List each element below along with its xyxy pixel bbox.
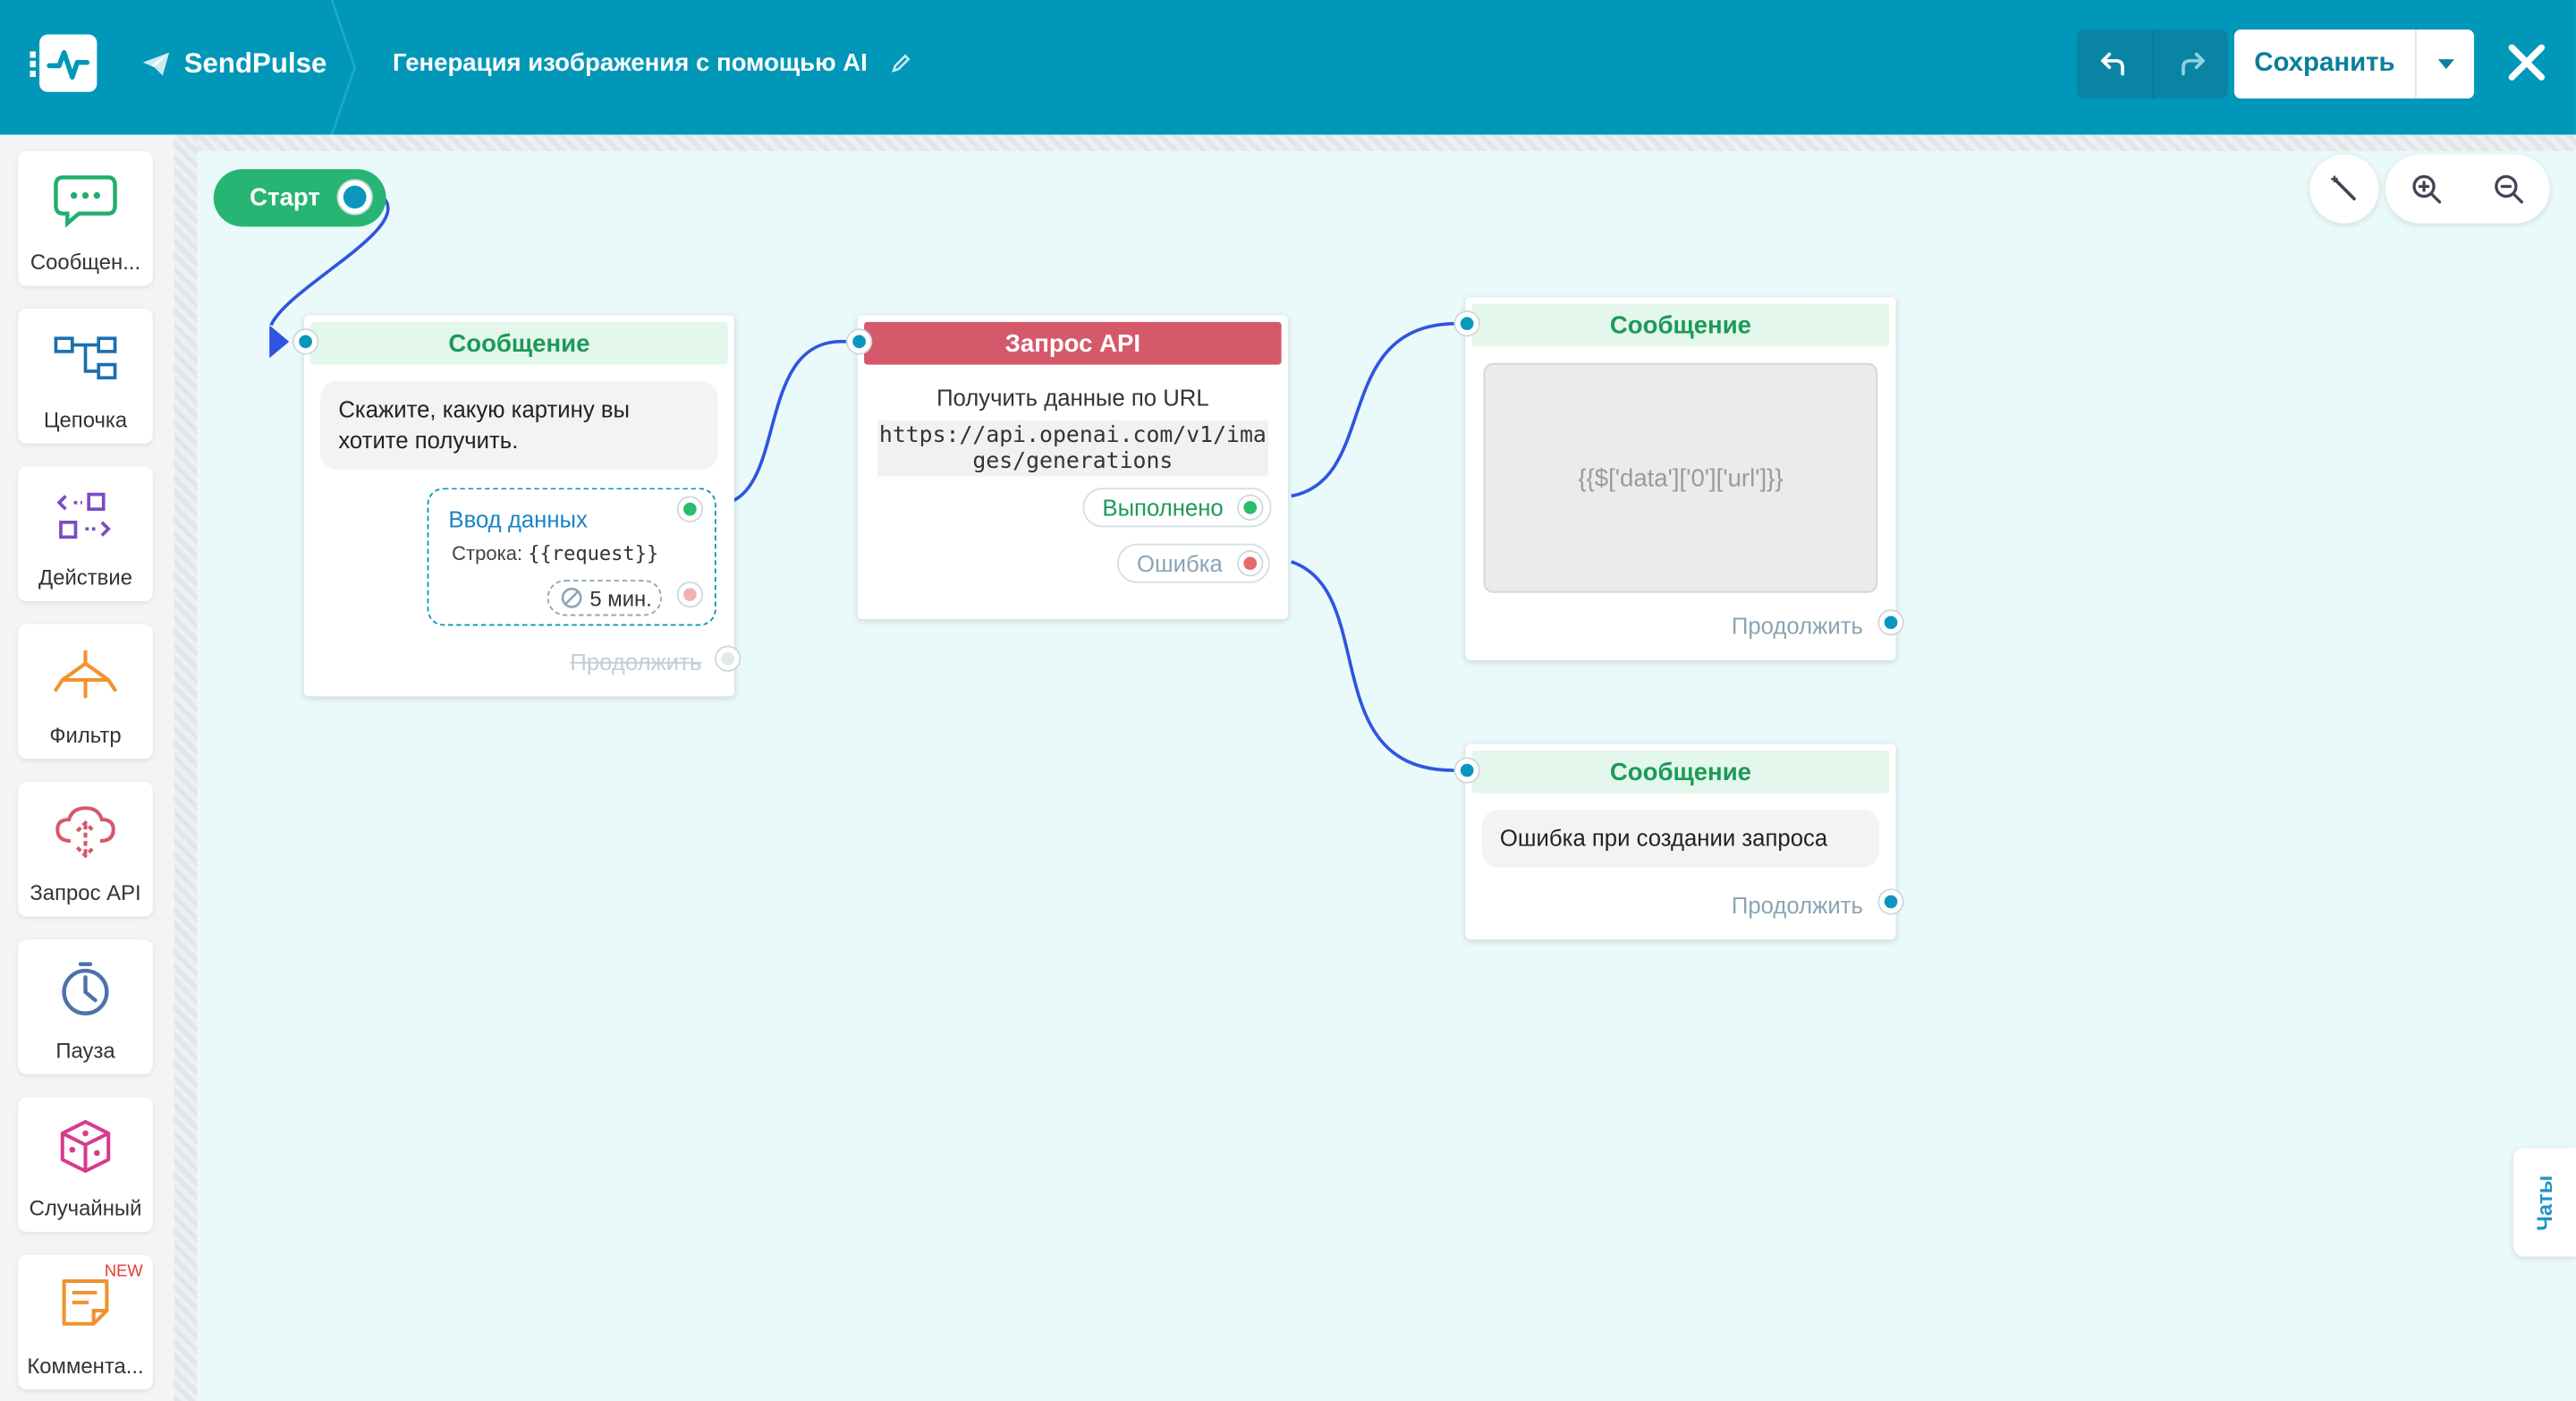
chain-icon [54,336,117,380]
sidebar-divider [174,134,198,1401]
input-title: Ввод данных [448,505,588,532]
chevron-down-icon [2436,59,2454,70]
message-node-image[interactable]: Сообщение {{$['data']['0']['url']}} Прод… [1465,297,1902,661]
new-badge: NEW [104,1262,143,1282]
tool-message[interactable]: Сообщен... [18,150,153,286]
brand-name: SendPulse [183,47,327,80]
node-title: Сообщение [310,321,728,365]
magic-wand-icon [2331,175,2356,200]
message-node-error[interactable]: Сообщение Ошибка при создании запроса Пр… [1465,743,1902,940]
save-dropdown-button[interactable] [2414,30,2474,99]
pencil-edit-icon[interactable] [891,53,912,74]
input-variable: {{request}} [528,541,659,565]
zoom-out-icon[interactable] [2494,174,2523,204]
input-row-label: Строка: [452,541,523,565]
message-1-input-port[interactable] [293,330,318,353]
message-3-input-port[interactable] [1455,759,1479,782]
message-text: Скажите, какую картину вы хотите получит… [320,380,718,471]
continue-port[interactable] [1879,890,1902,913]
redo-icon [2181,52,2204,76]
start-node[interactable]: Старт [213,169,386,227]
tool-label: Сообщен... [30,250,141,275]
node-title: Сообщение [1471,751,1890,794]
api-error-port[interactable] [1238,551,1262,575]
api-input-port[interactable] [847,330,871,353]
canvas-top-border [197,134,2576,151]
node-title: Сообщение [1471,303,1890,347]
chats-label: Чаты [2532,1174,2557,1230]
tool-label: Коммента... [27,1353,144,1379]
app-logo[interactable] [39,34,97,92]
zoom-in-icon[interactable] [2411,174,2442,204]
brand-link[interactable]: SendPulse [141,47,326,81]
timeout-badge: 5 мин. [547,580,663,616]
api-error-branch: Ошибка [1116,543,1271,583]
tool-api-request[interactable]: Запрос API [18,781,153,917]
api-subtitle: Получить данные по URL [936,384,1209,411]
input-row: Строка: {{request}} [452,542,658,565]
flow-title-text: Генерация изображения с помощью AI [392,49,868,78]
tool-filter[interactable]: Фильтр [18,624,153,760]
tool-label: Пауза [55,1038,115,1063]
continue-port[interactable] [716,647,740,671]
tool-label: Действие [38,565,132,590]
chats-tab[interactable]: Чаты [2513,1148,2576,1257]
pulse-logo-icon [47,49,90,81]
message-2-input-port[interactable] [1455,311,1479,335]
clock-icon [62,962,109,1015]
message-bubble-icon [54,175,117,228]
undo-icon [2101,52,2124,76]
top-header: ⋮ SendPulse Генерация изображения с помо… [0,0,2576,135]
tool-label: Цепочка [43,407,128,432]
canvas-controls [2309,154,2550,224]
tool-random[interactable]: Случайный [18,1097,153,1232]
filter-icon [54,650,117,699]
error-label: Ошибка [1136,550,1223,577]
timeout-icon [561,587,582,608]
api-success-branch: Выполнено [1082,488,1272,528]
continue-port[interactable] [1879,610,1902,634]
timeout-value: 5 мин. [589,585,652,611]
continue-label: Продолжить [1731,891,1863,919]
tool-action[interactable]: Действие [18,466,153,601]
continue-label: Продолжить [570,649,702,675]
undo-button[interactable] [2077,30,2152,98]
image-variable: {{$['data']['0']['url']}} [1578,463,1784,492]
api-url: https://api.openai.com/v1/images/generat… [877,420,1268,477]
history-controls [2076,30,2228,99]
dice-icon [60,1119,111,1174]
zoom-controls [2385,154,2550,224]
breadcrumb-separator [330,0,357,135]
close-icon[interactable] [2504,39,2549,85]
message-text: Ошибка при создании запроса [1481,810,1880,868]
tool-chain[interactable]: Цепочка [18,309,153,444]
tool-label: Случайный [29,1195,142,1221]
input-timeout-port[interactable] [678,582,702,607]
save-button[interactable]: Сохранить [2254,49,2395,78]
flow-title: Генерация изображения с помощью AI [393,49,911,77]
start-output-port[interactable] [338,180,372,214]
save-group: Сохранить [2233,30,2475,99]
start-label: Старт [250,183,320,212]
tool-label: Фильтр [49,722,122,748]
tool-comment[interactable]: NEW Коммента... [18,1254,153,1390]
api-request-node[interactable]: Запрос API Получить данные по URL https:… [857,315,1288,620]
continue-label: Продолжить [1731,612,1863,640]
api-cloud-icon [55,806,115,859]
node-title: Запрос API [864,321,1282,365]
comment-icon [62,1278,109,1326]
message-node-prompt[interactable]: Сообщение Скажите, какую картину вы хоти… [303,315,740,697]
success-label: Выполнено [1102,494,1224,521]
action-icon [56,492,111,539]
magic-wand-button[interactable] [2309,154,2379,224]
input-success-port[interactable] [678,497,702,521]
api-success-port[interactable] [1238,496,1262,520]
tool-pause[interactable]: Пауза [18,939,153,1074]
tool-label: Запрос API [30,880,141,905]
redo-button[interactable] [2152,30,2227,99]
image-placeholder: {{$['data']['0']['url']}} [1483,362,1878,593]
user-input-block[interactable]: Ввод данных Строка: {{request}} 5 мин. [427,488,716,626]
paper-plane-icon [142,52,170,76]
